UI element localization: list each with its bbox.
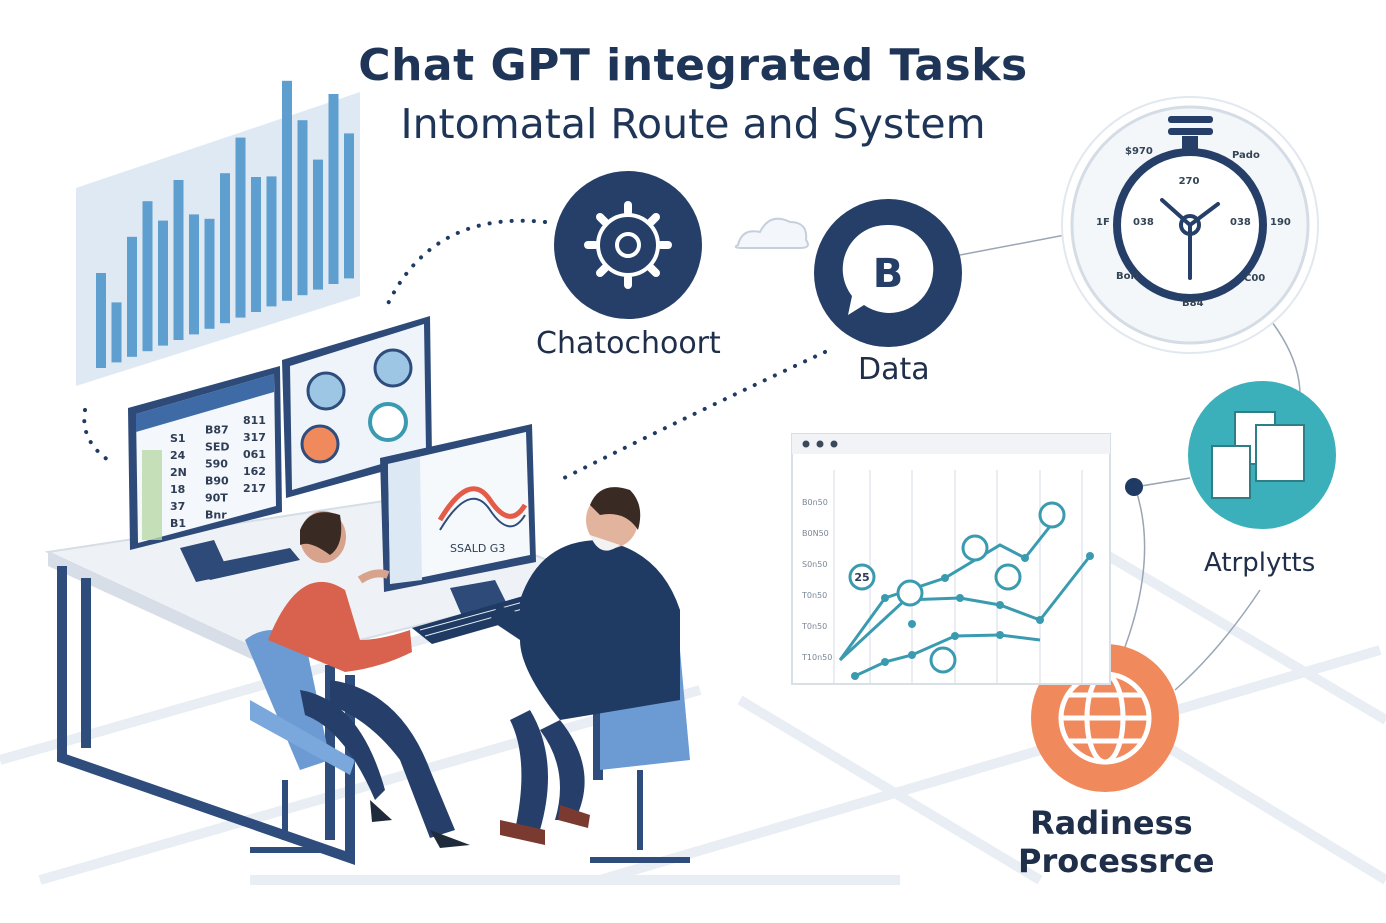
monitor-right bbox=[380, 424, 536, 616]
bar-chart-bar bbox=[344, 133, 354, 279]
clock-right-top: Pado bbox=[1232, 150, 1260, 161]
data-glyph: B bbox=[873, 251, 904, 297]
clock-inner-left: 038 bbox=[1133, 217, 1154, 228]
monitor-table-cell: 162 bbox=[243, 465, 266, 478]
monitor-table-cell: Bnr bbox=[205, 508, 227, 521]
clock-left-bottom: Bori bbox=[1116, 271, 1139, 282]
chart-y-tick-label: T0n50 bbox=[801, 591, 827, 600]
clock-left: 1F bbox=[1096, 217, 1110, 228]
bar-chart-bar bbox=[158, 220, 168, 346]
monitor-table-cell: 317 bbox=[243, 431, 266, 444]
clock-right: 190 bbox=[1270, 217, 1291, 228]
chart-y-tick-label: T10n50 bbox=[801, 653, 832, 662]
monitor-table-cell: 217 bbox=[243, 482, 266, 495]
data-node bbox=[814, 199, 962, 347]
monitor-table-cell: 590 bbox=[205, 457, 228, 470]
monitor-table-cell: B87 bbox=[205, 423, 229, 436]
stopwatch bbox=[1061, 96, 1319, 354]
bar-chart-bar bbox=[220, 173, 230, 324]
monitor-table-cell: 811 bbox=[243, 414, 266, 427]
bar-chart-bar bbox=[142, 201, 153, 352]
page-title: Chat GPT integrated Tasks bbox=[358, 40, 1028, 91]
monitor-table-cell: B1 bbox=[170, 517, 186, 530]
readiness-label-line2: Processrce bbox=[1018, 842, 1215, 880]
monitor-table-cell: 18 bbox=[170, 483, 185, 496]
monitor-table-cell: 061 bbox=[243, 448, 266, 461]
monitor-table-cell: 90T bbox=[205, 491, 228, 504]
bar-chart-bar bbox=[266, 176, 277, 307]
chair-woman bbox=[250, 780, 320, 853]
keyboard-back bbox=[200, 548, 300, 580]
clock-left-top: $970 bbox=[1125, 146, 1153, 157]
person-woman bbox=[245, 511, 470, 848]
clock-inner-right: 038 bbox=[1230, 217, 1251, 228]
chart-y-tick-label: S0n50 bbox=[802, 560, 827, 569]
chart-y-tick-label: B0N50 bbox=[802, 529, 829, 538]
bar-chart-bar bbox=[251, 177, 261, 312]
monitor-table-cell: SED bbox=[205, 440, 230, 453]
svg-text-layer: B 270 $970 Pado 1F 038 038 190 Bori C00 … bbox=[170, 146, 1291, 662]
bar-chart-bars bbox=[96, 80, 354, 368]
chart-y-tick-label: B0n50 bbox=[802, 498, 828, 507]
chatbot-label: Chatochoort bbox=[536, 326, 721, 361]
bar-chart-bar bbox=[173, 180, 184, 340]
thin-connectors bbox=[959, 234, 1301, 691]
dotted-connectors bbox=[82, 218, 827, 482]
bar-chart-bar bbox=[313, 159, 323, 290]
connector-node bbox=[1125, 478, 1143, 496]
chat-bubble-icon bbox=[842, 224, 934, 315]
analytics-node bbox=[1188, 381, 1336, 529]
bar-chart-bar bbox=[96, 273, 106, 368]
monitor-table-cell: S1 bbox=[170, 432, 186, 445]
monitor-table-cell: 2N bbox=[170, 466, 187, 479]
clock-right-bottom: C00 bbox=[1244, 273, 1265, 284]
page-subtitle: Intomatal Route and System bbox=[400, 100, 986, 148]
monitor-right-caption: SSALD G3 bbox=[450, 542, 505, 555]
bar-chart-bar bbox=[111, 302, 122, 363]
readiness-label-line1: Radiness bbox=[1030, 804, 1193, 842]
chart-y-tick-label: T0n50 bbox=[801, 622, 827, 631]
monitor-left bbox=[128, 366, 282, 582]
bar-chart-panel bbox=[76, 80, 360, 386]
line-chart-window bbox=[791, 433, 1111, 685]
clock-top: 270 bbox=[1179, 176, 1200, 187]
bar-chart-bar bbox=[127, 236, 137, 357]
chatbot-node bbox=[554, 171, 702, 319]
clock-bottom: B84 bbox=[1182, 298, 1204, 309]
data-label: Data bbox=[858, 352, 930, 387]
bar-chart-bar bbox=[235, 137, 246, 318]
analytics-label: Atrplytts bbox=[1204, 548, 1316, 578]
monitor-table-cell: 24 bbox=[170, 449, 186, 462]
documents-icon bbox=[1211, 411, 1305, 499]
bar-chart-bar bbox=[282, 80, 292, 301]
bar-chart-bar bbox=[297, 120, 308, 296]
chair-man bbox=[590, 770, 690, 863]
chart-point-label: 25 bbox=[854, 571, 869, 584]
bar-chart-bar bbox=[204, 218, 215, 329]
bar-chart-bar bbox=[328, 94, 339, 284]
monitor-middle bbox=[282, 316, 432, 498]
bar-chart-bar bbox=[189, 214, 199, 335]
gear-icon bbox=[584, 201, 672, 289]
monitor-table-cell: 37 bbox=[170, 500, 185, 513]
cloud-icon bbox=[734, 217, 809, 249]
person-man bbox=[490, 487, 690, 845]
monitor-table-cell: B90 bbox=[205, 474, 229, 487]
